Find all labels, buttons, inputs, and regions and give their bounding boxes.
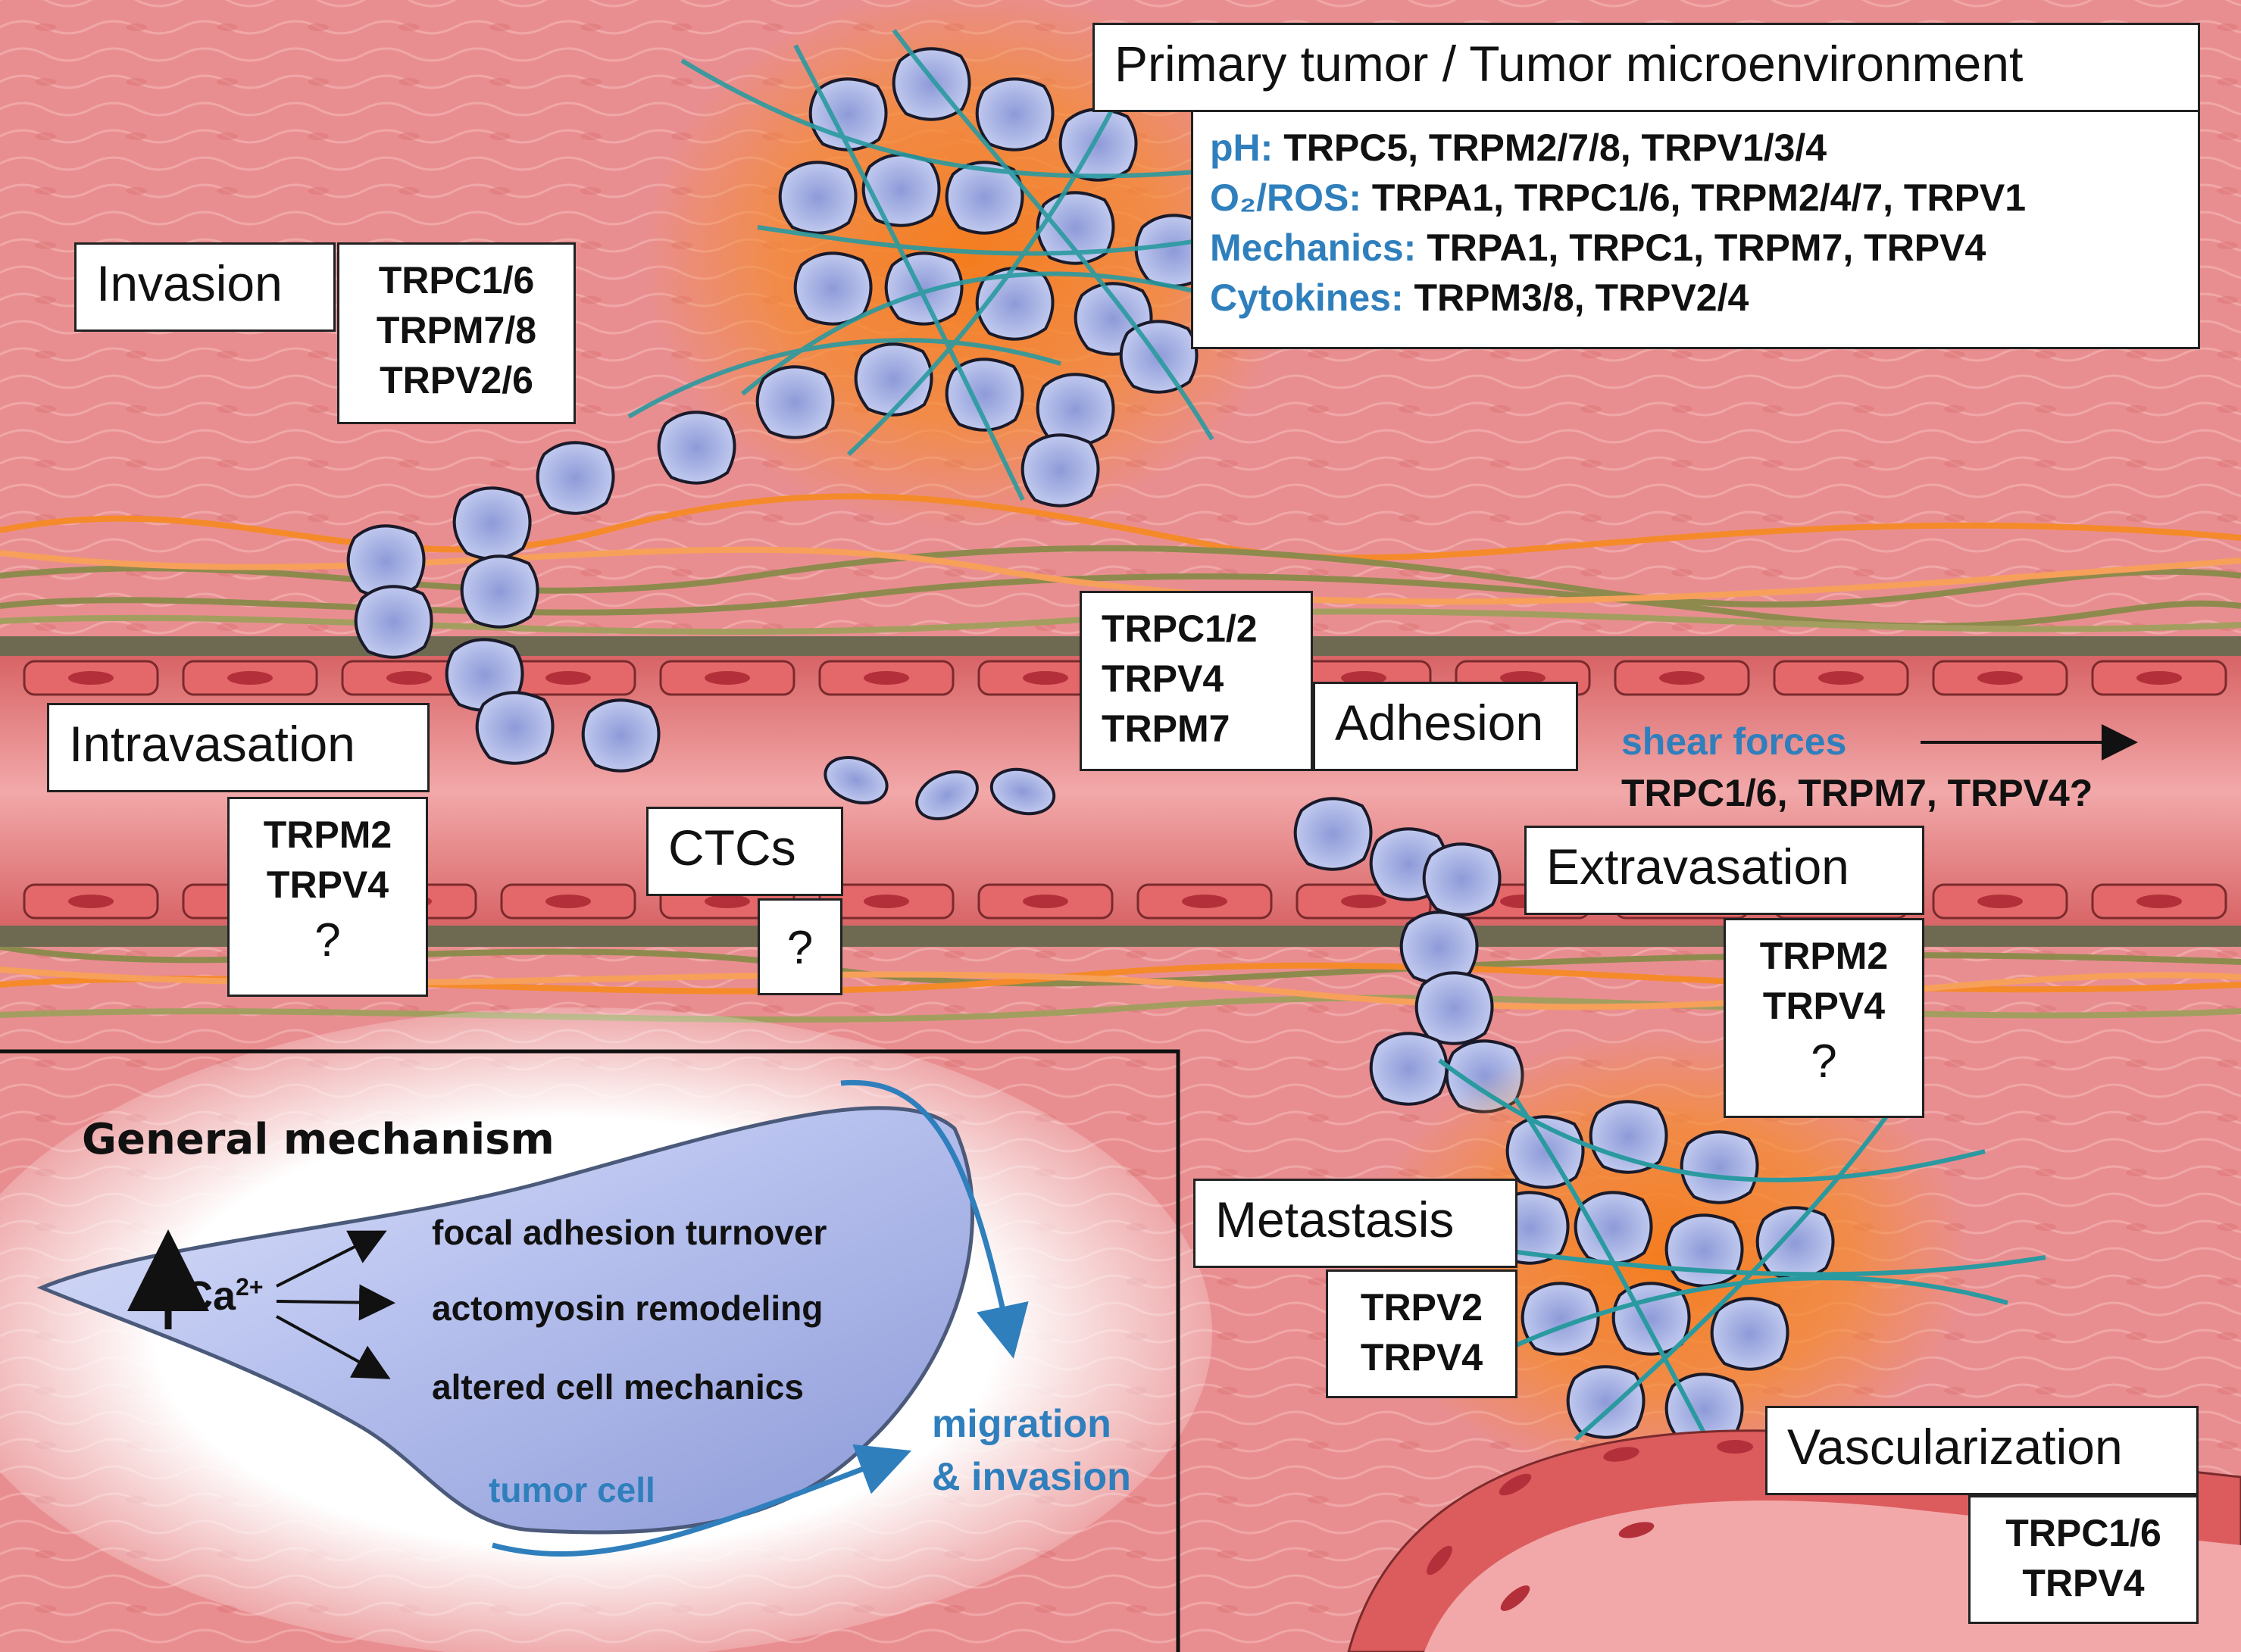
vascularization-title: Vascularization — [1765, 1406, 2199, 1495]
calcium-ion: Ca — [183, 1273, 236, 1319]
extravasation-channels: TRPM2 TRPV4 ? — [1724, 918, 1924, 1118]
calcium-label: Ca2+ — [183, 1273, 264, 1319]
channel-item: TRPC1/6 — [2005, 1512, 2161, 1554]
calcium-charge: 2+ — [236, 1273, 264, 1301]
condition-mechanics: Mechanics: TRPA1, TRPC1, TRPM7, TRPV4 — [1210, 226, 1986, 269]
adhesion-title: Adhesion — [1313, 682, 1578, 771]
channel-item: TRPV4 — [1360, 1336, 1483, 1379]
unknown-marker: ? — [786, 922, 814, 974]
condition-cytokines: Cytokines: TRPM3/8, TRPV2/4 — [1210, 276, 1749, 319]
unknown-marker: ? — [1811, 1035, 1837, 1088]
effect-cell-mechanics: altered cell mechanics — [432, 1367, 804, 1407]
channel-item: TRPV4 — [1762, 985, 1886, 1027]
outcome-line-1: migration — [932, 1402, 1111, 1446]
mechanism-title: General mechanism — [82, 1115, 555, 1164]
tumor-ecm-fibers — [627, 29, 1289, 501]
vascularization-channels: TRPC1/6 TRPV4 — [1968, 1495, 2199, 1624]
metastasis-title: Metastasis — [1193, 1179, 1517, 1268]
shear-forces-label: shear forces — [1621, 720, 1847, 763]
tumor-cell-label: tumor cell — [489, 1470, 655, 1510]
intravasation-title: Intravasation — [47, 703, 430, 792]
tumor-cell-shape — [36, 1106, 975, 1535]
unknown-marker: ? — [314, 914, 341, 967]
channel-item: TRPM2 — [263, 814, 392, 856]
channel-item: TRPM7 — [1102, 707, 1230, 750]
channel-item: TRPM7/8 — [376, 309, 537, 351]
condition-oxygen-ros: O₂/ROS: TRPA1, TRPC1/6, TRPM2/4/7, TRPV1 — [1210, 176, 2027, 219]
effect-focal-adhesion: focal adhesion turnover — [432, 1213, 827, 1252]
channel-item: TRPC1/6 — [378, 259, 535, 301]
channel-item: TRPM2 — [1759, 935, 1889, 977]
channel-item: TRPC1/2 — [1102, 607, 1258, 650]
extravasation-title: Extravasation — [1524, 826, 1924, 915]
invasion-title: Invasion — [74, 242, 336, 332]
channel-item: TRPV4 — [1102, 657, 1224, 700]
effect-actomyosin: actomyosin remodeling — [432, 1288, 824, 1328]
ctcs-title: CTCs — [646, 807, 843, 896]
metastasis-channels: TRPV2 TRPV4 — [1326, 1269, 1517, 1398]
channel-item: TRPV4 — [266, 863, 389, 906]
ctcs-unknown-box: ? — [758, 898, 842, 995]
tumor-conditions: pH: TRPC5, TRPM2/7/8, TRPV1/3/4 O₂/ROS: … — [1191, 110, 2200, 349]
shear-forces-channels: TRPC1/6, TRPM7, TRPV4? — [1621, 772, 2093, 814]
tumor-title: Primary tumor / Tumor microenvironment — [1092, 23, 2200, 112]
circulating-tumor-cells — [824, 756, 1056, 820]
invasion-channels: TRPC1/6 TRPM7/8 TRPV2/6 — [337, 242, 576, 424]
general-mechanism-panel — [0, 1007, 1212, 1652]
metastasis-ecm-fibers — [1438, 1058, 2046, 1479]
channel-item: TRPV2 — [1360, 1286, 1483, 1329]
channel-item: TRPV2/6 — [380, 359, 533, 401]
condition-ph: pH: TRPC5, TRPM2/7/8, TRPV1/3/4 — [1210, 126, 1827, 169]
outcome-line-2: & invasion — [932, 1455, 1131, 1499]
adhesion-channels: TRPC1/2 TRPV4 TRPM7 — [1080, 591, 1313, 771]
intravasation-channels: TRPM2 TRPV4 ? — [227, 797, 428, 997]
channel-item: TRPV4 — [2022, 1562, 2145, 1604]
